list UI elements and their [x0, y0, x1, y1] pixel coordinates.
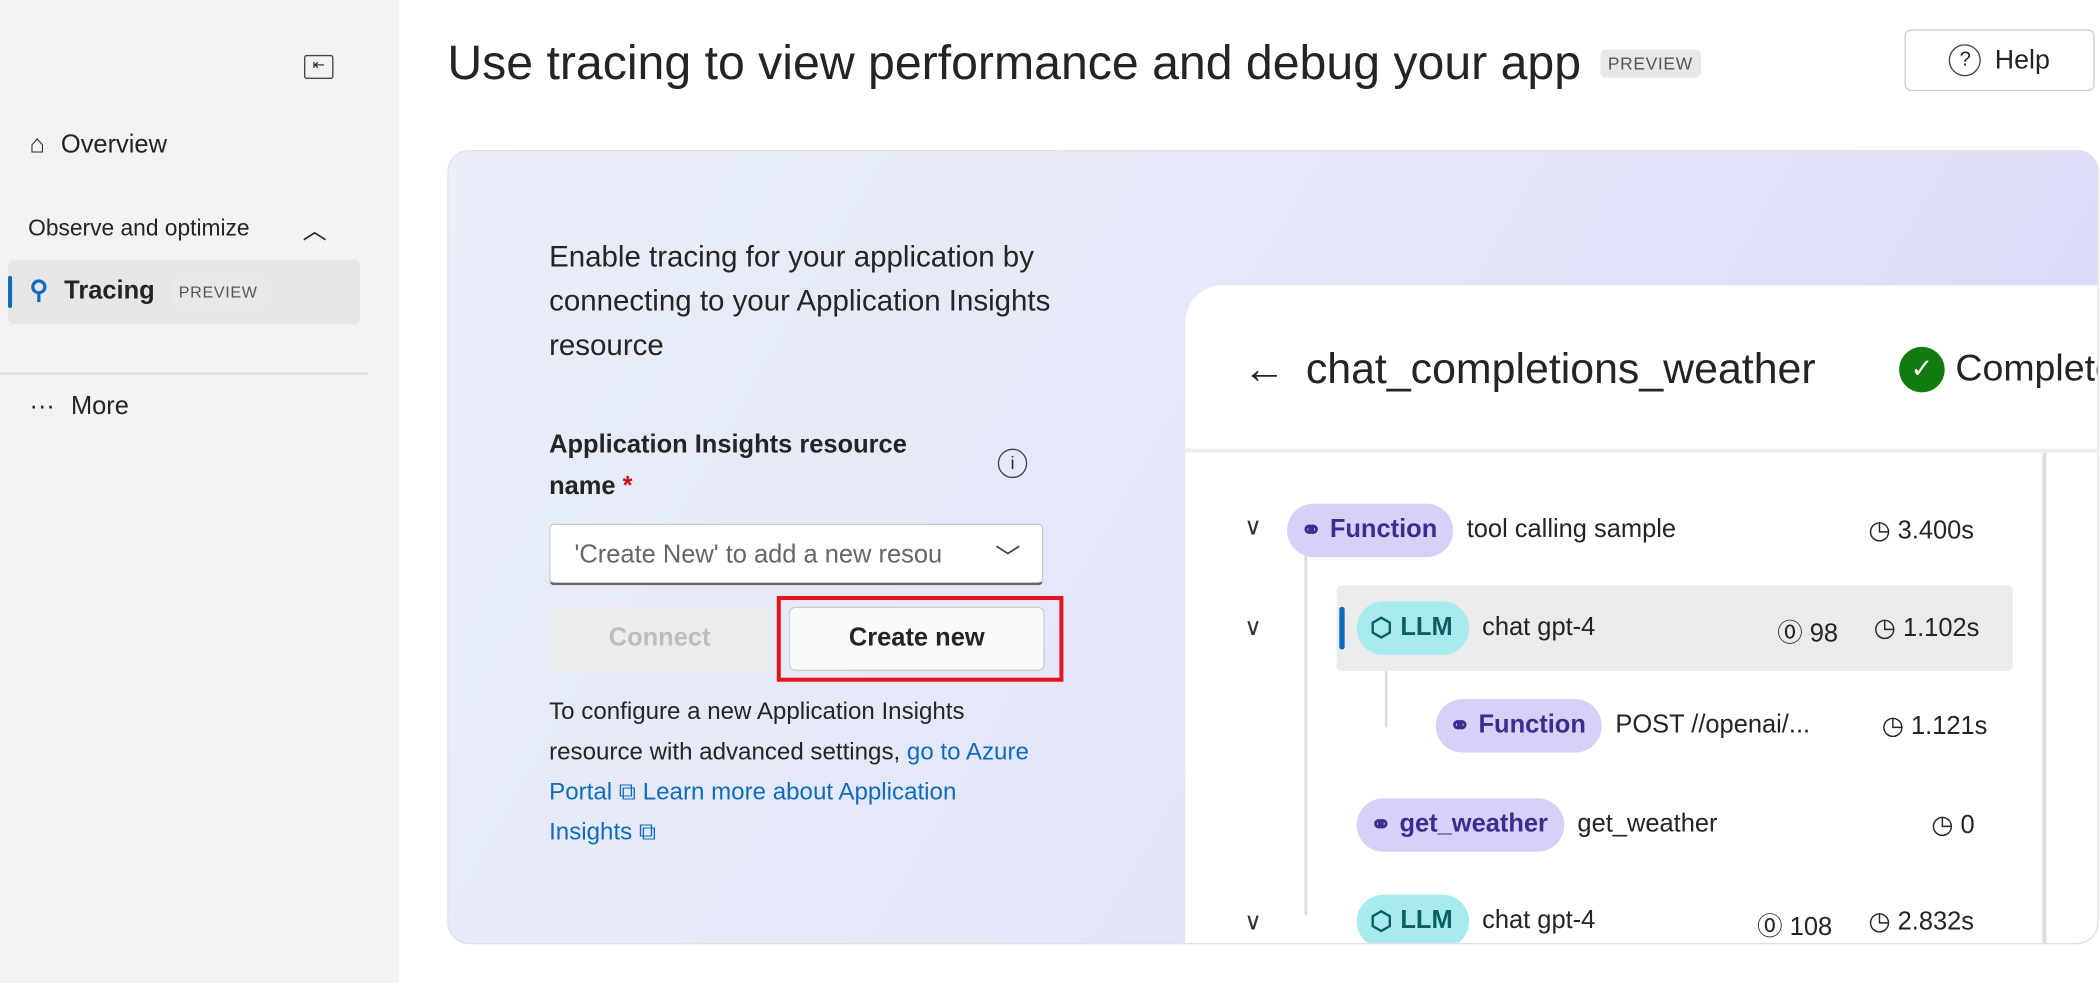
- duration: ◷ 3.400s: [1868, 516, 1975, 546]
- resource-dropdown[interactable]: 'Create New' to add a new resou ﹀: [549, 523, 1044, 586]
- overview-label: Overview: [60, 131, 167, 160]
- tool-pill: ⚭get_weather: [1356, 798, 1565, 852]
- trace-title: chat_completions_weather: [1305, 344, 1816, 393]
- span-row: ⚭Function POST //openai/...: [1435, 699, 1811, 753]
- connect-button[interactable]: Connect: [549, 606, 771, 671]
- field-label-text: Application Insights resource name: [549, 431, 907, 501]
- span-name: chat gpt-4: [1482, 906, 1596, 935]
- span-row: ⬡LLM chat gpt-4: [1356, 894, 1596, 943]
- llm-pill: ⬡LLM: [1356, 601, 1469, 655]
- home-icon: ⌂: [29, 131, 45, 160]
- learn-more-link[interactable]: Learn more about Application Insights ⧉: [549, 778, 957, 846]
- section-heading: Observe and optimize: [28, 215, 250, 242]
- tracing-label: Tracing: [64, 276, 155, 305]
- highlight-box: [776, 595, 1064, 682]
- divider: [0, 372, 369, 376]
- create-new-button[interactable]: Create new: [788, 606, 1045, 671]
- sidebar-item-more[interactable]: ··· More: [29, 392, 128, 421]
- tokens: ⓪ 108: [1757, 913, 1833, 942]
- tracing-setup-card: Enable tracing for your application by c…: [447, 150, 2099, 945]
- tracing-icon: ⚲: [29, 277, 49, 306]
- span-name: get_weather: [1577, 810, 1718, 839]
- span-name: chat gpt-4: [1482, 613, 1596, 642]
- chevron-down-icon[interactable]: ∨: [1244, 512, 1262, 540]
- help-prefix: To configure a new Application Insights …: [549, 697, 965, 765]
- preview-badge: PREVIEW: [170, 277, 266, 305]
- more-label: More: [70, 392, 129, 421]
- info-icon[interactable]: i: [997, 448, 1028, 479]
- chevron-down-icon[interactable]: ∨: [1244, 613, 1262, 641]
- cube-icon: ⬡: [1370, 614, 1393, 643]
- azure-portal-link[interactable]: go to Azure Portal ⧉: [549, 737, 1029, 805]
- intro-text: Enable tracing for your application by c…: [549, 239, 1051, 362]
- span-row: ⚭get_weather get_weather: [1356, 798, 1718, 852]
- check-icon: ✓: [1899, 346, 1945, 393]
- sidebar: ⇤ ⌂ Overview Observe and optimize ︿ ⚲ Trac…: [0, 0, 400, 983]
- back-arrow-icon: ←: [1242, 344, 1286, 393]
- page-title: Use tracing to view performance and debu…: [447, 35, 1701, 91]
- function-icon: ⚭: [1300, 516, 1322, 545]
- function-pill: ⚭Function: [1435, 699, 1602, 753]
- status-text: Completed: [1955, 346, 2097, 389]
- tokens: ⓪ 98: [1777, 620, 1839, 649]
- field-label: Application Insights resource name *: [549, 425, 951, 508]
- span-row[interactable]: ⬡LLM chat gpt-4: [1356, 601, 1596, 655]
- preview-badge: PREVIEW: [1599, 48, 1701, 78]
- sidebar-item-overview[interactable]: ⌂ Overview: [29, 131, 167, 160]
- cube-icon: ⬡: [1370, 907, 1393, 936]
- function-pill: ⚭Function: [1287, 503, 1454, 558]
- function-icon: ⚭: [1370, 810, 1392, 840]
- chevron-down-icon: ﹀: [995, 545, 1021, 574]
- chevron-down-icon[interactable]: ∨: [1244, 908, 1262, 935]
- duration: ◷ 2.832s: [1868, 908, 1975, 937]
- span-name: tool calling sample: [1466, 515, 1677, 544]
- duration: ◷ 0: [1931, 811, 1975, 840]
- required-marker: *: [622, 472, 633, 501]
- help-button[interactable]: ? Help: [1904, 29, 2095, 92]
- title-text: Use tracing to view performance and debu…: [447, 34, 1582, 90]
- function-icon: ⚭: [1449, 711, 1471, 740]
- duration: ◷ 1.102s: [1873, 614, 1980, 643]
- span-row: ⚭Function tool calling sample: [1287, 503, 1677, 558]
- help-label: Help: [1994, 44, 2050, 75]
- dropdown-placeholder: 'Create New' to add a new resou: [574, 541, 943, 570]
- llm-pill: ⬡LLM: [1356, 894, 1469, 943]
- trace-preview: ← chat_completions_weather ✓ Completed ∨…: [1185, 285, 2098, 943]
- duration: ◷ 1.121s: [1881, 712, 1988, 741]
- help-text: To configure a new Application Insights …: [549, 691, 1031, 852]
- collapse-sidebar-icon[interactable]: ⇤: [304, 54, 334, 80]
- span-name: POST //openai/...: [1615, 711, 1811, 740]
- more-icon: ···: [29, 392, 55, 421]
- question-icon: ?: [1949, 44, 1982, 77]
- sidebar-item-tracing[interactable]: ⚲ Tracing PREVIEW: [8, 259, 361, 325]
- chevron-up-icon[interactable]: ︿: [302, 216, 327, 244]
